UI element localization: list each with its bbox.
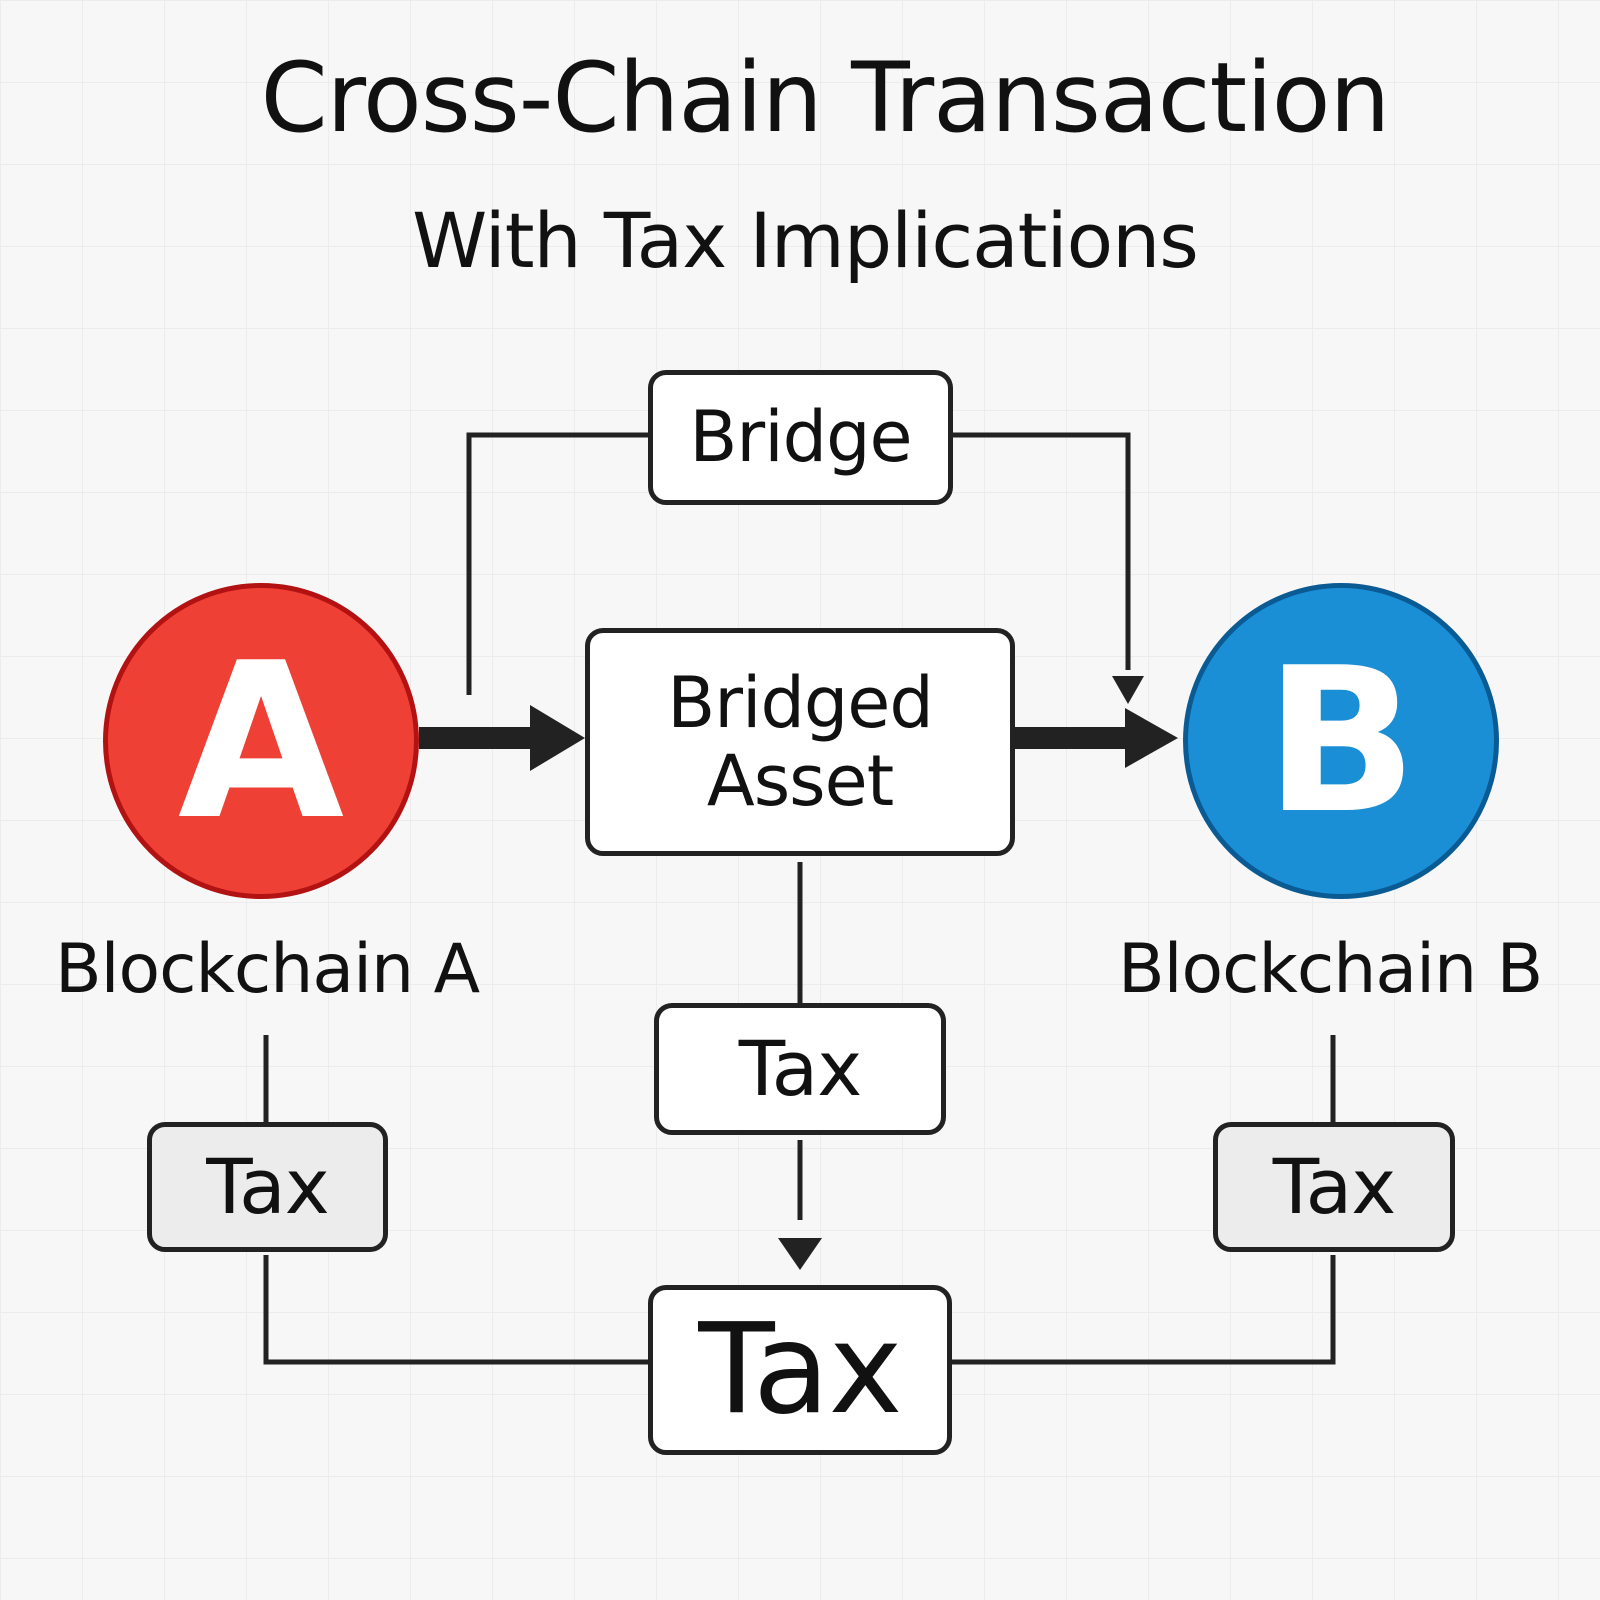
tax-center-box: Tax (654, 1003, 946, 1135)
asset-to-b-arrow-head (1125, 708, 1178, 768)
diagram-title: Cross-Chain Transaction (260, 42, 1391, 154)
blockchain-b-letter: B (1264, 624, 1418, 858)
tax-chain-a-box: Tax (147, 1122, 388, 1252)
tax-chain-b-box: Tax (1213, 1122, 1455, 1252)
tax-center-label: Tax (738, 1024, 862, 1114)
bridged-asset-label-line2: Asset (706, 740, 894, 822)
bridged-asset-box: Bridged Asset (585, 628, 1015, 856)
tax-chain-b-label: Tax (1272, 1142, 1396, 1232)
blockchain-b-label: Blockchain B (1118, 930, 1543, 1009)
blockchain-a-node: A (103, 583, 419, 899)
bridge-label: Bridge (689, 396, 912, 479)
blockchain-a-letter: A (177, 615, 345, 867)
tax-total-box: Tax (648, 1285, 952, 1455)
bridge-right-connector (952, 432, 1131, 670)
bridge-to-b-arrow-head (1112, 676, 1144, 704)
tax-total-label: Tax (698, 1297, 902, 1442)
tax-to-total-arrow-head (778, 1238, 822, 1270)
blockchain-a-label: Blockchain A (55, 930, 480, 1009)
blockchain-b-node: B (1183, 583, 1499, 899)
a-to-asset-arrow-shaft (419, 727, 535, 749)
asset-to-b-arrow-shaft (1012, 727, 1132, 749)
bridged-asset-label-line1: Bridged (667, 661, 934, 744)
diagram-subtitle: With Tax Implications (412, 196, 1199, 285)
a-to-asset-arrow-head (530, 705, 585, 771)
tax-b-to-total-connector (952, 1255, 1336, 1365)
tax-chain-a-label: Tax (206, 1142, 329, 1232)
bridge-left-connector (466, 432, 648, 695)
bridge-box: Bridge (648, 370, 953, 505)
tax-a-to-total-connector (263, 1255, 648, 1365)
